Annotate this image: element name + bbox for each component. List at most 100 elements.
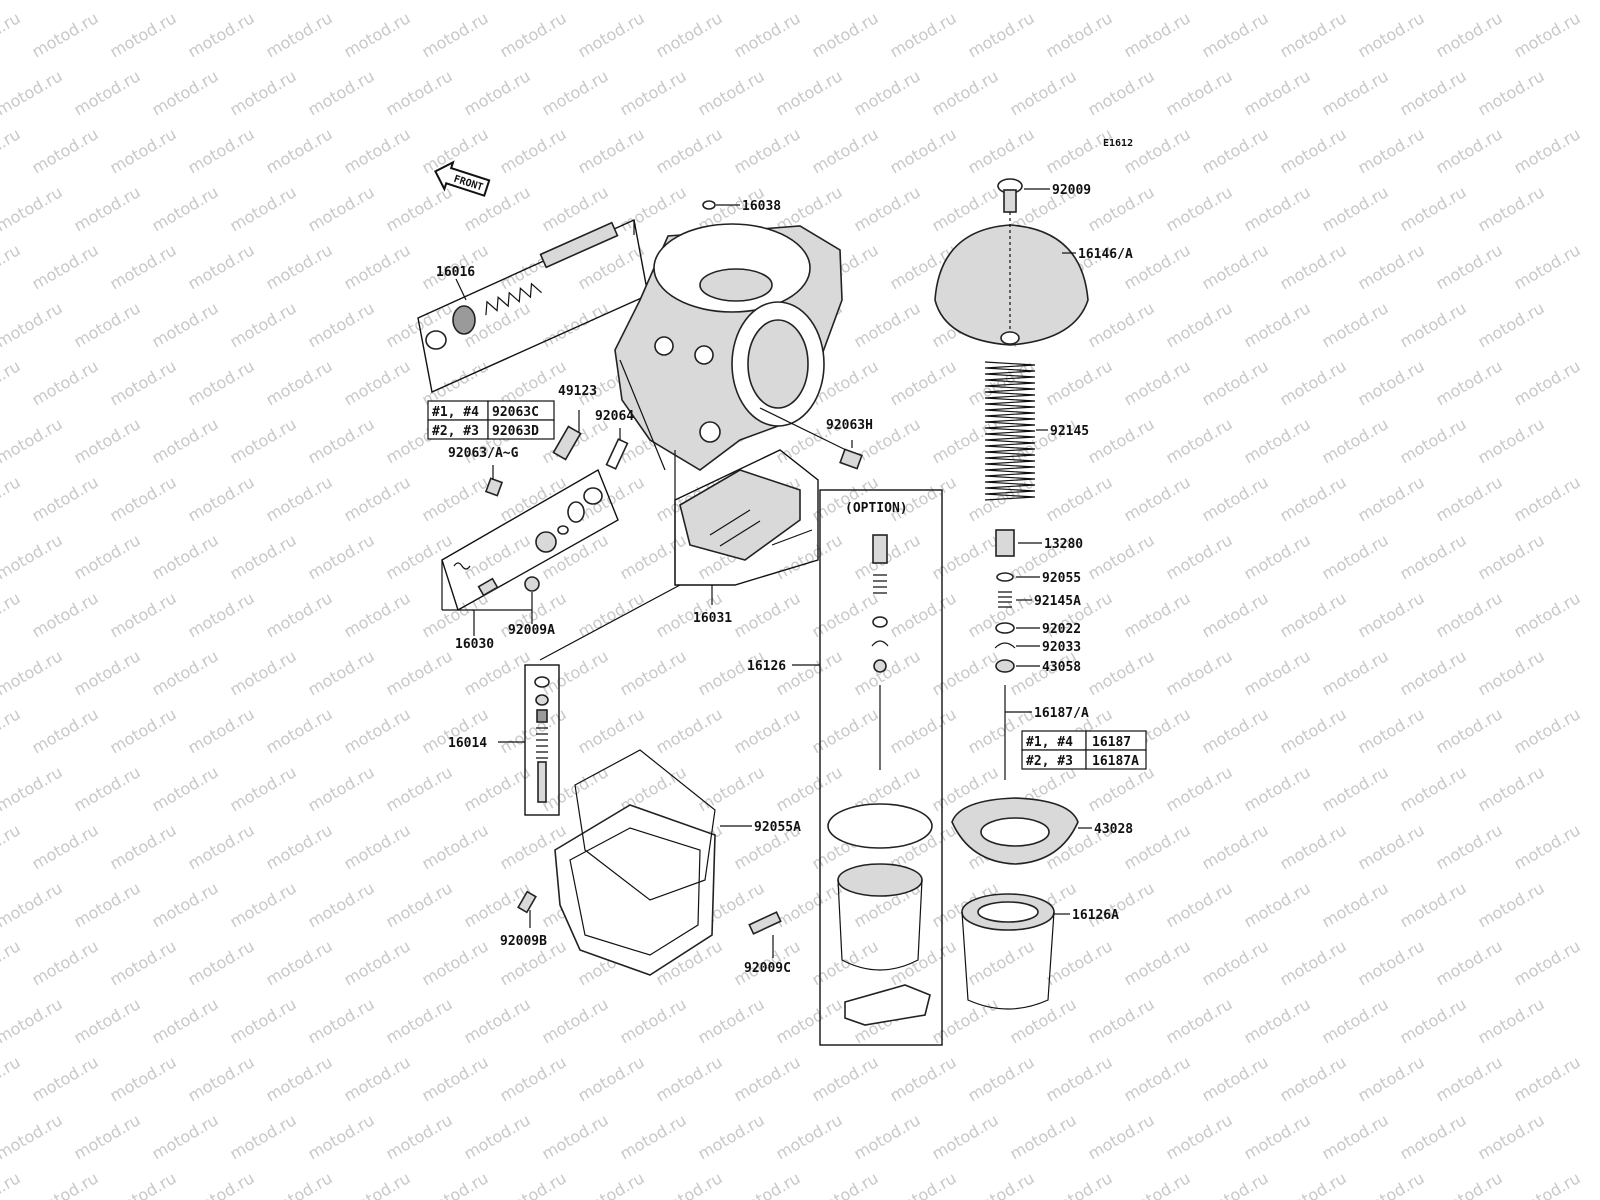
label-16016: 16016 — [436, 265, 475, 280]
label-92055A: 92055A — [754, 820, 801, 835]
option-collar — [873, 659, 887, 673]
label-92009B: 92009B — [500, 934, 547, 949]
piston-top-inner — [977, 901, 1039, 923]
label-92064: 92064 — [595, 409, 634, 424]
float-ridges — [709, 509, 761, 547]
float-bowl — [554, 804, 716, 976]
vacuum-chamber-cap — [934, 224, 1089, 346]
needle-table-cyl-1: #2, #3 — [1026, 754, 1073, 769]
label-49123: 49123 — [558, 384, 597, 399]
part-43028-diaphragm: 43028 — [951, 797, 1133, 865]
chamber-bore — [699, 268, 773, 302]
label-16126A: 16126A — [1072, 908, 1119, 923]
label-16038: 16038 — [742, 199, 781, 214]
needle-table-cyl-0: #1, #4 — [1026, 735, 1073, 750]
label-92009A: 92009A — [508, 623, 555, 638]
needle-stack: 13280 92055 92145A 92022 92033 43058 161… — [994, 529, 1147, 780]
leader-line-92063H — [759, 407, 847, 451]
jet-table: #1, #4 92063C #2, #3 92063D — [427, 400, 555, 440]
spring-16014 — [536, 727, 548, 759]
group-frame-16030 — [441, 468, 619, 612]
body-rail — [619, 359, 666, 471]
label-92009C: 92009C — [744, 961, 791, 976]
spring-92145A — [998, 591, 1012, 608]
label-92145: 92145 — [1050, 424, 1089, 439]
cap-boss — [1000, 331, 1020, 345]
part-group-16014: 16014 — [448, 664, 560, 816]
label-43028: 43028 — [1094, 822, 1133, 837]
o-ring-16014 — [534, 676, 550, 688]
gasket-92055A — [574, 749, 716, 901]
jet-table-cyl-0: #1, #4 — [432, 405, 479, 420]
o-ring-92055 — [996, 572, 1014, 582]
jet-13280 — [995, 529, 1015, 557]
jet-table-part-1: 92063D — [492, 424, 539, 439]
option-washer — [872, 616, 888, 628]
part-92063H: 92063H — [759, 407, 873, 470]
label-92009: 92009 — [1052, 183, 1091, 198]
option-diaphragm-ring — [827, 803, 933, 849]
screw-92009A — [524, 576, 540, 592]
label-16014: 16014 — [448, 736, 487, 751]
needle-table-part-cell-1 — [1085, 749, 1147, 770]
float-16031 — [679, 469, 801, 561]
option-spring — [873, 574, 887, 594]
pilot-screw-shaft — [539, 221, 619, 269]
part-92009-screw: 92009 — [997, 178, 1091, 213]
needle-table-part-0: 16187 — [1092, 735, 1131, 750]
arrow-left-icon — [434, 160, 491, 197]
label-92033: 92033 — [1042, 640, 1081, 655]
starter-plunger — [537, 761, 547, 803]
label-13280: 13280 — [1044, 537, 1083, 552]
float-bowl-rim — [569, 827, 701, 956]
label-92063H: 92063H — [826, 418, 873, 433]
spring-92145 — [984, 361, 1036, 501]
part-group-16031: 16031 — [674, 449, 819, 626]
plug-16014 — [536, 709, 548, 723]
label-92145A: 92145A — [1034, 594, 1081, 609]
leader-16016 — [455, 278, 467, 301]
diagram-code: E1612 — [1103, 138, 1133, 149]
washer-16016 — [425, 330, 447, 350]
label-43058: 43058 — [1042, 660, 1081, 675]
clip-16030 — [453, 562, 471, 570]
option-kit-16126: (OPTION) 16126 — [747, 489, 943, 1046]
front-arrow: FRONT — [434, 160, 491, 197]
seal-16016 — [452, 305, 476, 335]
part-group-49123: 49123 92064 #1, #4 92063C #2, #3 92063D … — [427, 384, 634, 497]
screw-shank-92009 — [1003, 189, 1017, 213]
jet-table-cyl-1: #2, #3 — [432, 424, 479, 439]
float-bowl-assembly: 92055A 92009B 92009C — [500, 749, 801, 976]
piston-body-16126A — [961, 911, 1055, 1010]
washer-16014 — [535, 694, 549, 706]
washer-92022 — [995, 622, 1015, 634]
option-clip — [871, 640, 889, 647]
clip-92033 — [994, 642, 1016, 649]
jet-92063H — [839, 448, 863, 470]
label-16031: 16031 — [693, 611, 732, 626]
label-92055: 92055 — [1042, 571, 1081, 586]
boss-left — [654, 336, 674, 356]
float-pin-16031 — [771, 529, 813, 546]
part-group-16030: 92009A 16030 — [441, 468, 619, 652]
option-title: (OPTION) — [845, 501, 908, 516]
o-ring-16030-b — [567, 501, 585, 523]
jet-table-part-cell-1 — [487, 419, 555, 440]
option-gasket — [844, 984, 931, 1026]
option-piston-body — [837, 879, 923, 971]
float-valve-seat — [535, 531, 557, 553]
screw-92009C — [748, 911, 782, 935]
jet-holder-49123 — [552, 425, 582, 461]
label-16146A: 16146/A — [1078, 247, 1133, 262]
throat-inner — [747, 319, 809, 409]
part-16146A-cap: 16146/A — [934, 212, 1133, 346]
collar-43058 — [995, 659, 1015, 673]
main-jet-92063 — [484, 477, 504, 497]
part-16038: 16038 — [702, 199, 781, 214]
o-ring-16030-a — [583, 487, 603, 505]
spring-coil-16016 — [485, 282, 542, 316]
float-pin — [477, 577, 499, 597]
label-92063AG: 92063/A~G — [448, 446, 519, 461]
